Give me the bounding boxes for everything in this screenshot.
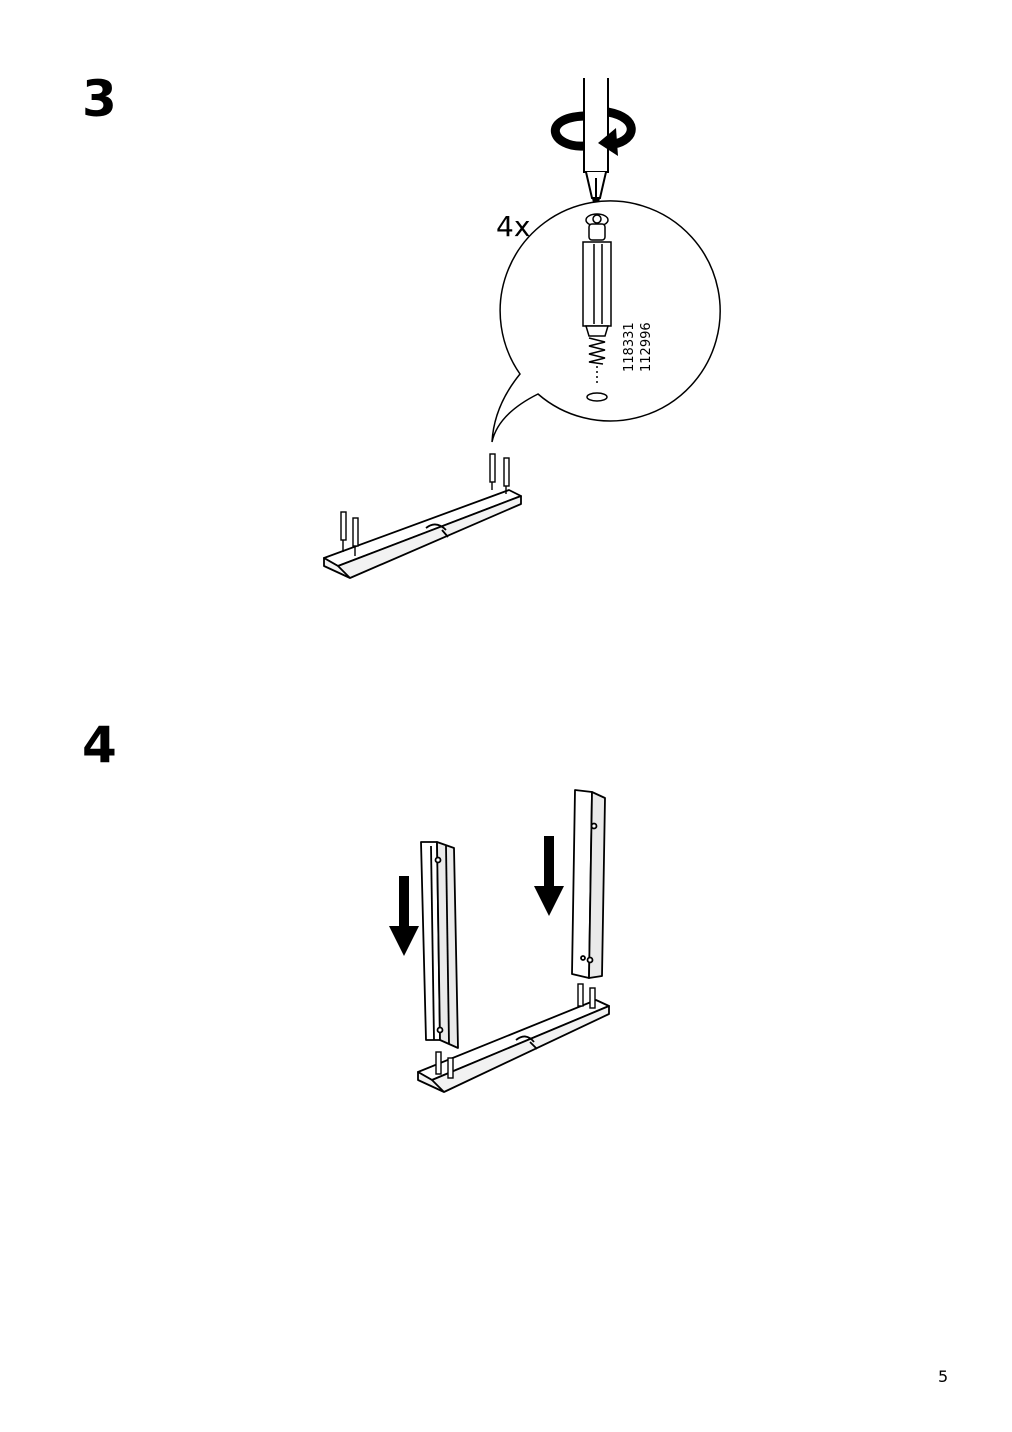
- right-side-panel: [571, 789, 606, 979]
- page-number: 5: [938, 1367, 949, 1386]
- part-number-2: 112996: [639, 322, 654, 372]
- dowels-inserted: [435, 983, 596, 1079]
- dowels-inserted: [340, 453, 510, 556]
- dowel-icon: [582, 213, 612, 402]
- base-board: [323, 489, 522, 579]
- down-arrow-icon: [389, 836, 564, 956]
- step-3-number: 3: [82, 70, 117, 128]
- rotation-arrow-icon: [550, 107, 636, 156]
- screwdriver-icon: [583, 78, 609, 213]
- base-board: [417, 999, 610, 1093]
- quantity-label: 4x: [496, 210, 530, 243]
- part-number-1: 118331: [622, 322, 637, 372]
- step-4-number: 4: [82, 716, 117, 774]
- left-side-panel: [420, 841, 459, 1049]
